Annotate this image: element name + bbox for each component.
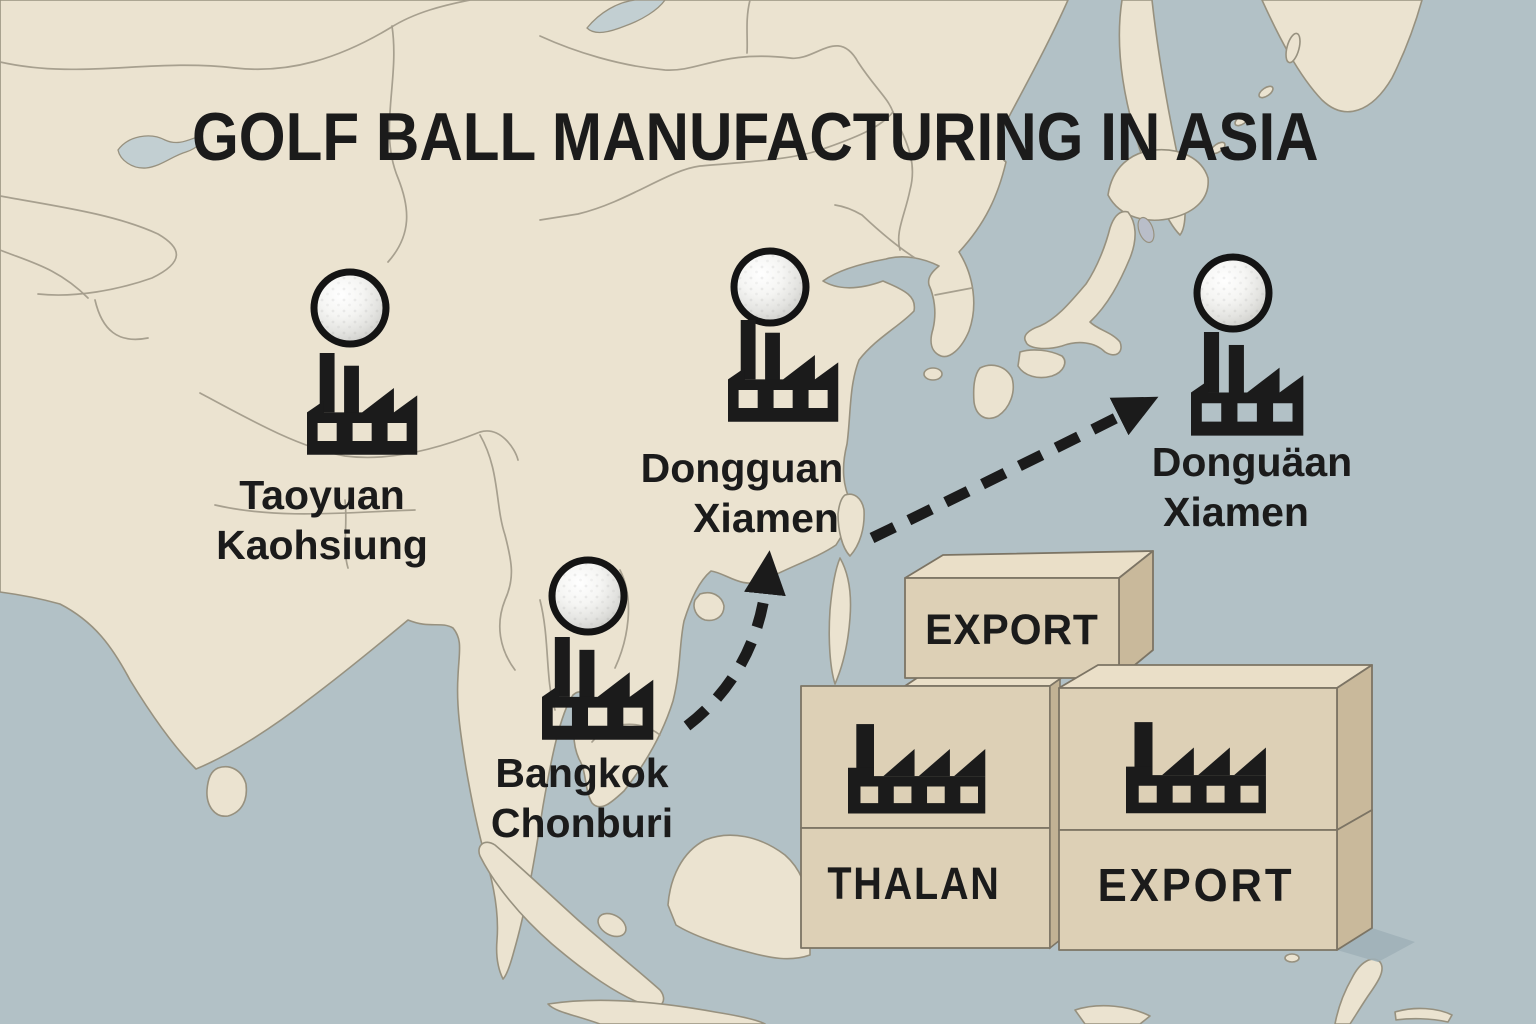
export-arrow-bangkok-to-china [683, 550, 786, 731]
site-label-bangkok: Bangkok Chonburi [491, 748, 673, 848]
jeju-island [923, 367, 943, 381]
box-label-export-right: EXPORT [1097, 859, 1295, 911]
java-islands [547, 999, 1151, 1024]
shikoku-island [1017, 349, 1066, 379]
box-top-top-face [904, 550, 1154, 579]
gulf-island [597, 912, 627, 938]
site-marker-bangkok [542, 556, 654, 740]
box-label-export-top: EXPORT [925, 606, 1099, 654]
site-label-line: Kaohsiung [216, 522, 428, 568]
taiwan-island [837, 493, 865, 557]
box-right-bottom [1058, 829, 1338, 951]
site-label-line: Xiamen [1163, 489, 1309, 535]
hainan-island [693, 591, 725, 622]
sado-island [1137, 216, 1155, 244]
sulawesi-islands [1284, 942, 1453, 1024]
site-label-dongguan: Dongguan Xiamen [641, 443, 844, 543]
site-marker-taoyuan [307, 268, 418, 455]
site-marker-dongguan [728, 247, 839, 422]
honshu-island [1024, 210, 1136, 356]
hokkaido-island [1107, 148, 1209, 221]
site-label-line: Bangkok [495, 750, 669, 796]
site-marker-japan [1191, 253, 1304, 436]
lake-balkhash [117, 135, 203, 169]
country-borders [0, 0, 973, 743]
site-label-line: Xiamen [693, 495, 839, 541]
kuril-islands [1210, 32, 1301, 155]
luzon-island [828, 557, 852, 685]
lake-baikal [586, 0, 666, 34]
box-top-front [904, 577, 1120, 679]
site-label-line: Dongguan [640, 445, 844, 491]
box-right-top-face [1058, 664, 1373, 689]
site-label-line: Taoyuan [239, 472, 405, 518]
export-route-arrows [683, 396, 1159, 731]
sri-lanka-island [206, 766, 248, 817]
export-arrow-china-to-japan [869, 396, 1159, 543]
site-label-line: Donguäan [1151, 439, 1353, 485]
mainland-asia [0, 0, 1069, 980]
box-shadow [1337, 928, 1415, 962]
kyushu-island [972, 364, 1014, 420]
site-label-taoyuan: Taoyuan Kaohsiung [216, 470, 428, 570]
page-title: GOLF BALL MANUFACTURING IN ASIA [192, 99, 1319, 175]
box-label-thalan: THALAN [827, 858, 1001, 909]
site-label-line: Chonburi [490, 800, 674, 846]
site-label-japan: Donguäan Xiamen [1152, 437, 1352, 537]
export-box-stack [800, 550, 1415, 962]
